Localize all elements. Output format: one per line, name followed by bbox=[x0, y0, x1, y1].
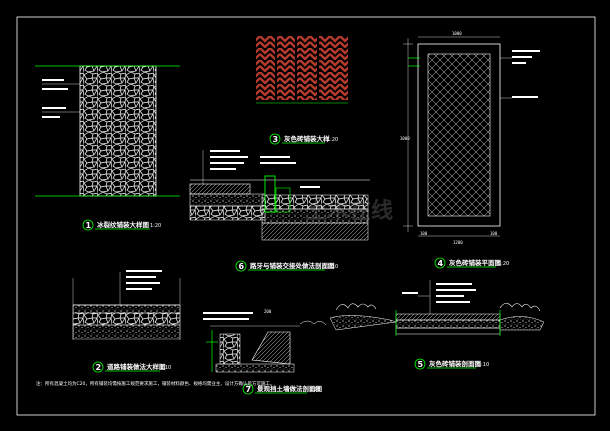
detail-marker-2 bbox=[92, 361, 104, 373]
detail-marker-7 bbox=[242, 383, 254, 395]
detail-6-number: 6 bbox=[239, 262, 245, 271]
detail-3-group: 3 灰色砖铺装大样 1:20 bbox=[256, 36, 348, 145]
detail-1-title: 冰裂纹铺装大样图 bbox=[97, 220, 150, 229]
dim-bottom-4: 1200 bbox=[453, 240, 463, 245]
detail-3-scale: 1:20 bbox=[327, 137, 338, 143]
detail-5-title: 灰色砖铺装剖面图 bbox=[429, 359, 482, 368]
detail-7-group: 200 7 景观挡土墙做法剖面图 1:10 bbox=[203, 309, 327, 395]
detail-marker-5 bbox=[414, 358, 426, 370]
detail-5-group: 5 灰色砖铺装剖面图 1:10 bbox=[329, 280, 545, 370]
detail-5-scale: 1:10 bbox=[478, 362, 489, 368]
detail-4-scale: 1:20 bbox=[498, 261, 509, 267]
detail-marker-3 bbox=[269, 133, 281, 145]
dim-top-4: 1000 bbox=[452, 31, 462, 36]
crazy-paving-plan bbox=[79, 65, 157, 197]
brick-plan-field bbox=[427, 53, 491, 217]
detail-2-group: 2 道路铺装做法大样图 1:10 bbox=[72, 270, 181, 373]
brick-plan-outline bbox=[417, 43, 501, 227]
detail-4-title: 灰色砖铺装平面图 bbox=[449, 258, 502, 267]
dim-bottom-4-right: 100 bbox=[490, 231, 498, 236]
detail-1-scale: 1:20 bbox=[150, 223, 161, 229]
drawing-frame bbox=[16, 16, 596, 416]
detail-3-title: 灰色砖铺装大样 bbox=[284, 134, 330, 143]
detail-2-title: 道路铺装做法大样图 bbox=[107, 362, 166, 371]
detail-1-group: 1 冰裂纹铺装大样图 1:20 bbox=[35, 65, 180, 231]
dim-sec7-top: 200 bbox=[264, 309, 272, 314]
brick-herringbone bbox=[256, 36, 348, 100]
detail-marker-4 bbox=[434, 257, 446, 269]
detail-3-number: 3 bbox=[273, 135, 279, 144]
dim-left-4: 3000 bbox=[400, 136, 410, 141]
detail-6-scale: 1:10 bbox=[327, 264, 338, 270]
detail-marker-6 bbox=[235, 260, 247, 272]
detail-2-number: 2 bbox=[96, 363, 102, 372]
detail-6-title: 路牙与铺装交接处做法剖面图 bbox=[250, 261, 335, 270]
detail-7-title: 景观挡土墙做法剖面图 bbox=[257, 384, 323, 393]
detail-5-number: 5 bbox=[418, 360, 424, 369]
detail-2-scale: 1:10 bbox=[160, 365, 171, 371]
detail-4-group: 3000 1000 1200 100 100 4 灰色砖铺装平面图 1:20 bbox=[400, 31, 540, 269]
detail-4-number: 4 bbox=[438, 259, 444, 268]
general-note: 注：所有混凝土均为C20，所有铺装均需按施工规范要求施工，铺装材料颜色、规格均需… bbox=[36, 380, 274, 387]
detail-7-scale: 1:10 bbox=[309, 387, 320, 393]
detail-6-group: 6 路牙与铺装交接处做法剖面图 1:10 bbox=[189, 150, 370, 272]
detail-1-number: 1 bbox=[86, 221, 92, 230]
retaining-wall-block bbox=[251, 331, 291, 365]
detail-7-number: 7 bbox=[246, 385, 252, 394]
curb-stone bbox=[264, 175, 276, 213]
dim-bottom-4-left: 100 bbox=[420, 231, 428, 236]
detail-marker-1 bbox=[82, 219, 94, 231]
